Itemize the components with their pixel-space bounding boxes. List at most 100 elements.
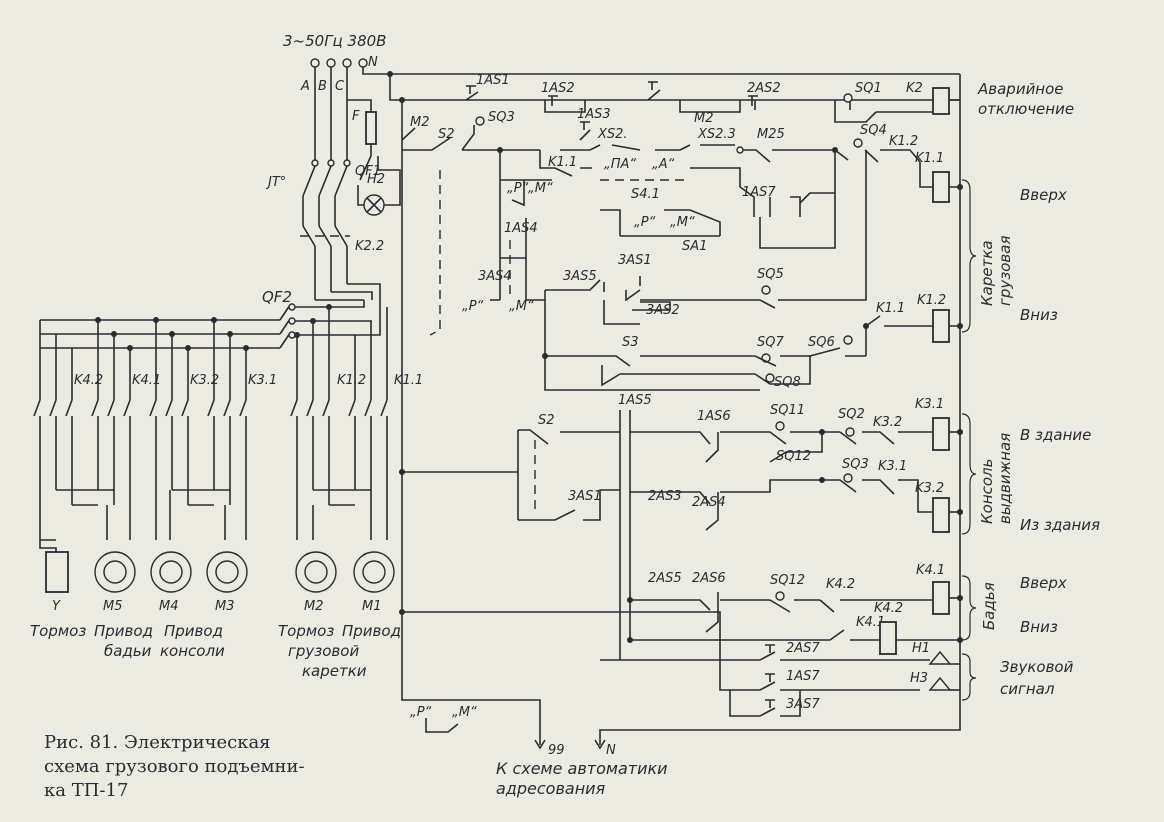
sq3-label: SQ3 bbox=[488, 110, 515, 125]
sq1-label: SQ1 bbox=[855, 81, 882, 96]
p3-label: „Р“ bbox=[462, 299, 484, 314]
caption-privod-3: Привод bbox=[342, 622, 401, 640]
control-circuit: 1AS1 1AS2 1AS3 2AS2 SQ1 K2 M2 S2 SQ3 XS2… bbox=[387, 71, 963, 798]
motor-m1-label: M1 bbox=[362, 599, 382, 614]
group-console-2: выдвижная bbox=[996, 433, 1014, 524]
s2-label: S2 bbox=[438, 127, 455, 142]
k41b-label: K4.1 bbox=[856, 615, 885, 630]
m4q-label: „М“ bbox=[452, 705, 477, 720]
k32-coil-label: K3.2 bbox=[915, 481, 944, 496]
btn-1as2-label: 1AS2 bbox=[541, 81, 575, 96]
caption-gruzovoy: грузовой bbox=[288, 642, 359, 660]
k2-label: K2 bbox=[906, 81, 923, 96]
btn-3as5-label: 3AS5 bbox=[563, 269, 597, 284]
caption-tormoz-2: Тормоз bbox=[278, 622, 334, 640]
motor-m2-icon bbox=[295, 551, 337, 593]
m2-contact-label: M2 bbox=[410, 115, 430, 130]
qf1-label: QF1 bbox=[355, 164, 381, 179]
h2-label: H2 bbox=[367, 172, 385, 187]
brake-y-icon bbox=[45, 551, 69, 593]
function-emergency-1: Аварийное bbox=[977, 80, 1064, 98]
output-n-label: N bbox=[606, 743, 616, 758]
xs2-label: XS2. bbox=[597, 127, 628, 142]
sq2-label: SQ2 bbox=[838, 407, 865, 422]
k42-contact-label: K4.2 bbox=[74, 373, 103, 388]
horn-h1-icon bbox=[928, 650, 952, 665]
motor-m5-label: M5 bbox=[103, 599, 123, 614]
k41-coil-label: K4.1 bbox=[916, 563, 945, 578]
function-carriage-up: Вверх bbox=[1020, 186, 1067, 204]
power-supply: 3~50Гц 380В A B C N JT° F QF1 H2 K2.2 QF… bbox=[30, 32, 960, 680]
btn-1as4-label: 1AS4 bbox=[504, 221, 538, 236]
caption-badi: бадьи bbox=[104, 642, 152, 660]
function-bucket-down: Вниз bbox=[1020, 618, 1058, 636]
btn-2as6-label: 2AS6 bbox=[692, 571, 726, 586]
k31-contact-label: K3.1 bbox=[248, 373, 277, 388]
k11-contact-label-c: K1.1 bbox=[876, 301, 905, 316]
s3-label: S3 bbox=[622, 335, 639, 350]
output-99-label: 99 bbox=[548, 743, 565, 758]
group-carriage-1: Каретка bbox=[978, 240, 996, 306]
btn-1as7b-label: 1AS7 bbox=[786, 669, 820, 684]
caption-tormoz-1: Тормоз bbox=[30, 622, 86, 640]
k32a-label: K3.2 bbox=[873, 415, 902, 430]
coil-k12-icon bbox=[932, 309, 950, 343]
coil-k41-icon bbox=[932, 581, 950, 615]
supply-label: 3~50Гц 380В bbox=[283, 32, 386, 50]
group-bucket: Бадья bbox=[980, 582, 998, 630]
btn-3as1b-label: 3AS1 bbox=[568, 489, 602, 504]
btn-3as1-label: 3AS1 bbox=[618, 253, 652, 268]
function-console-out: Из здания bbox=[1020, 516, 1100, 534]
neutral-label: N bbox=[368, 55, 378, 70]
caption-konsoli: консоли bbox=[160, 642, 225, 660]
k11-contact-label: K1.1 bbox=[394, 373, 423, 388]
horn-h3-icon bbox=[928, 676, 952, 691]
motor-m3-icon bbox=[206, 551, 248, 593]
s41-label: S4.1 bbox=[631, 187, 660, 202]
p1-label: „Р“ bbox=[507, 181, 529, 196]
caption-karetki: каретки bbox=[302, 662, 367, 680]
btn-1as5-label: 1AS5 bbox=[618, 393, 652, 408]
m1-label: „М“ bbox=[528, 181, 553, 196]
group-console-1: Консоль bbox=[978, 459, 996, 525]
sa1-label: SA1 bbox=[682, 239, 707, 254]
h3-label: H3 bbox=[910, 671, 928, 686]
motor-m1-icon bbox=[353, 551, 395, 593]
motor-m3-label: M3 bbox=[215, 599, 235, 614]
p2-label: „Р“ bbox=[634, 215, 656, 230]
k32-contact-label: K3.2 bbox=[190, 373, 219, 388]
h1-label: H1 bbox=[912, 641, 930, 656]
function-labels: Аварийное отключение Вверх Вниз В здание… bbox=[961, 80, 1100, 701]
k42a-label: K4.2 bbox=[826, 577, 855, 592]
k12-contact-label: K1.2 bbox=[337, 373, 366, 388]
btn-1as7-label: 1AS7 bbox=[742, 185, 776, 200]
phase-a-label: A bbox=[300, 79, 310, 94]
sq8-label: SQ8 bbox=[774, 375, 801, 390]
caption-line-1: Рис. 81. Электрическая bbox=[44, 732, 271, 753]
sq6-label: SQ6 bbox=[808, 335, 835, 350]
caption-privod-2: Привод bbox=[164, 622, 223, 640]
k11-contact-label-b: K1.1 bbox=[548, 155, 577, 170]
caption-privod-1: Привод bbox=[94, 622, 153, 640]
motor-m5-icon bbox=[94, 551, 136, 593]
sq12b-label: SQ12 bbox=[770, 573, 805, 588]
k12a-label: K1.2 bbox=[889, 134, 918, 149]
k42-coil-label: K4.2 bbox=[874, 601, 903, 616]
k31b-label: K3.1 bbox=[878, 459, 907, 474]
motor-y-label: Y bbox=[52, 599, 61, 614]
btn-3as7-label: 3AS7 bbox=[786, 697, 820, 712]
function-sound-1: Звуковой bbox=[1000, 658, 1074, 676]
k41-contact-label: K4.1 bbox=[132, 373, 161, 388]
coil-k11-icon bbox=[932, 171, 950, 203]
motor-m4-icon bbox=[150, 551, 192, 593]
s2b-label: S2 bbox=[538, 413, 555, 428]
sq4-label: SQ4 bbox=[860, 123, 887, 138]
pa-label: „ПА“ bbox=[604, 157, 636, 172]
fuse-label: F bbox=[352, 109, 360, 124]
k12-coil-label: K1.2 bbox=[917, 293, 946, 308]
qf2-label: QF2 bbox=[262, 288, 292, 306]
function-emergency-2: отключение bbox=[978, 100, 1074, 118]
btn-1as1-label: 1AS1 bbox=[476, 73, 510, 88]
phase-b-label: B bbox=[318, 79, 327, 94]
